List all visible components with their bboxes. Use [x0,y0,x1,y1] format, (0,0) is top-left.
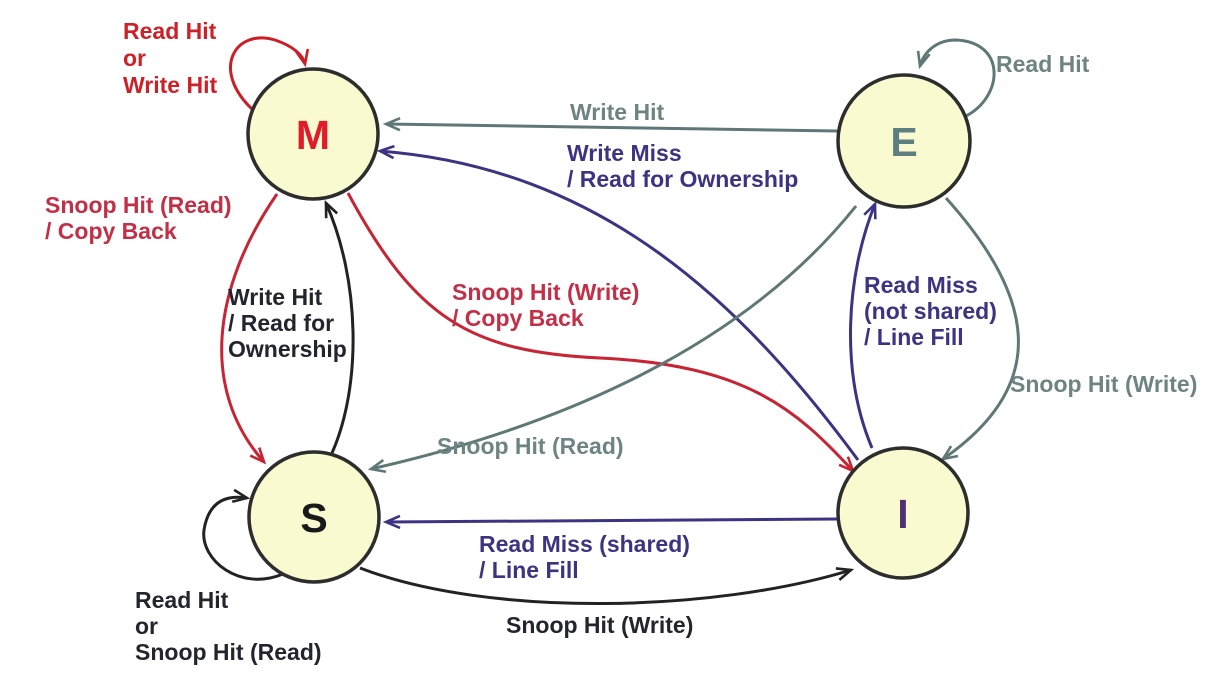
arrow-m-self-loop [229,36,310,112]
label-line: / Line Fill [864,324,964,350]
arrow-e-to-s [367,205,858,474]
arrow-m-to-i [346,192,856,474]
label-e-to-s: Snoop Hit (Read) [437,433,624,459]
label-line: Snoop Hit (Read) [135,639,322,665]
label-line: / Read for Ownership [567,166,798,192]
state-e-circle [836,73,972,209]
label-line: / Line Fill [479,557,579,583]
label-i-to-s: Read Miss (shared) / Line Fill [479,531,690,583]
label-line: Read Hit [135,587,229,613]
state-m-circle [246,67,380,201]
arrow-e-self-loop [916,38,996,118]
label-line: / Copy Back [45,218,177,244]
label-line: or [135,613,158,639]
label-line: Ownership [228,336,347,362]
label-line: / Read for [228,310,334,336]
arrow-s-to-i [359,566,855,605]
label-line: Read Miss [864,272,978,298]
label-line: Read Miss (shared) [479,531,690,557]
arrow-m-to-s [220,193,279,465]
label-line: (not shared) [864,298,997,324]
state-i-circle [836,446,970,580]
state-i: I [836,446,970,580]
arrow-i-to-s [382,514,839,530]
label-m-to-s: Snoop Hit (Read) / Copy Back [45,192,232,244]
label-line: Write Hit [228,284,322,310]
label-line: Write Hit [123,72,217,98]
label-e-self-loop: Read Hit [996,51,1090,77]
label-i-to-e: Read Miss (not shared) / Line Fill [864,272,997,350]
label-line: Write Hit [570,99,664,125]
arrow-e-to-m [382,117,839,133]
state-i-label: I [897,491,908,537]
label-e-to-m: Write Hit [570,99,664,125]
label-s-to-m: Write Hit / Read for Ownership [228,284,347,362]
state-s-label: S [300,495,327,541]
label-line: Snoop Hit (Write) [452,279,639,305]
arrow-i-to-e [849,200,877,449]
label-line: or [123,45,146,71]
label-s-self-loop: Read Hit or Snoop Hit (Read) [135,587,322,665]
label-i-to-m: Write Miss / Read for Ownership [567,140,798,192]
state-m-label: M [296,112,330,158]
state-e: E [836,73,972,209]
arrow-e-to-i [940,196,1020,461]
arrow-i-to-m [376,144,860,461]
state-m: M [246,67,380,201]
state-s-circle [247,450,381,584]
label-e-to-i: Snoop Hit (Write) [1010,371,1197,397]
arrow-s-to-m [324,199,355,454]
label-line: Write Miss [567,140,682,166]
state-e-label: E [890,119,917,165]
label-line: Read Hit [123,18,217,44]
label-line: / Copy Back [452,305,584,331]
label-line: Snoop Hit (Read) [437,433,624,459]
label-line: Snoop Hit (Write) [1010,371,1197,397]
label-line: Snoop Hit (Write) [506,612,693,638]
label-line: Read Hit [996,51,1090,77]
label-s-to-i: Snoop Hit (Write) [506,612,693,638]
label-m-to-i: Snoop Hit (Write) / Copy Back [452,279,639,331]
arrow-s-self-loop [202,488,284,581]
label-m-self-loop: Read Hit or Write Hit [123,18,217,98]
label-line: Snoop Hit (Read) [45,192,232,218]
state-s: S [247,450,381,584]
